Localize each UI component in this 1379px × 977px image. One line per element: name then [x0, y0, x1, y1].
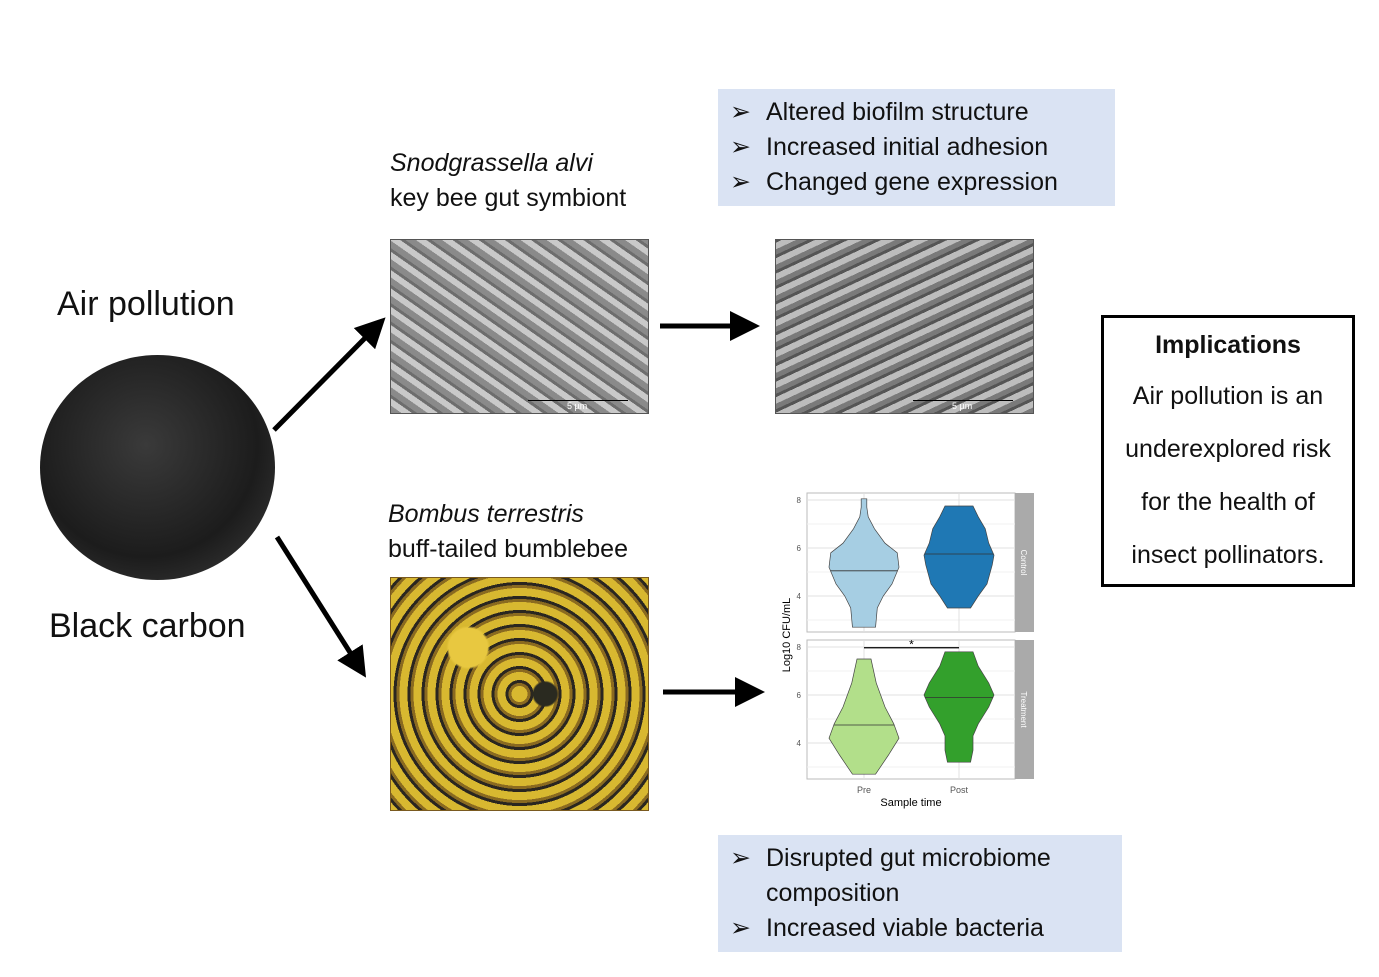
sem-treated-image: 5 µm: [775, 239, 1034, 414]
microbiome-findings-box: ➢Disrupted gut microbiome composition ➢I…: [718, 835, 1122, 952]
significance-marker: *: [909, 638, 914, 652]
violin-control-post: [923, 505, 995, 609]
facet-label: Control: [1019, 550, 1028, 576]
bumblebee-label: Bombus terrestris buff-tailed bumblebee: [388, 497, 628, 567]
black-carbon-label: Black carbon: [49, 607, 246, 645]
facet-strip: [1015, 640, 1034, 779]
y-tick-label: 6: [797, 691, 802, 700]
violin-treatment-post: [923, 651, 995, 763]
arrow-to-bumblebee: [274, 535, 367, 678]
facet-strip: [1015, 493, 1034, 632]
violin-treatment-pre: [828, 658, 900, 775]
species-desc: buff-tailed bumblebee: [388, 535, 628, 563]
x-tick-label: Pre: [857, 785, 871, 795]
air-pollution-label: Air pollution: [57, 285, 235, 323]
y-tick-label: 4: [797, 739, 802, 748]
implications-box: Implications Air pollution is an underex…: [1101, 315, 1355, 587]
x-tick-label: Post: [950, 785, 969, 795]
violin-control-pre: [828, 498, 900, 628]
y-tick-label: 6: [797, 544, 802, 553]
implications-title: Implications: [1155, 331, 1301, 359]
y-axis-title: Log10 CFU/mL: [781, 598, 793, 673]
symbiont-label: Snodgrassella alvi key bee gut symbiont: [390, 146, 626, 216]
biofilm-findings-box: ➢Altered biofilm structure ➢Increased in…: [718, 89, 1115, 206]
y-tick-label: 8: [797, 643, 802, 652]
black-carbon-image: [40, 355, 275, 580]
species-name: Snodgrassella alvi: [390, 149, 593, 177]
arrow-to-symbiont: [272, 317, 386, 432]
x-axis-title: Sample time: [880, 797, 941, 809]
bumblebee-colony-image: [390, 577, 649, 811]
y-tick-label: 8: [797, 496, 802, 505]
sem-control-image: 5 µm: [390, 239, 649, 414]
species-desc: key bee gut symbiont: [390, 184, 627, 212]
y-tick-label: 4: [797, 592, 802, 601]
facet-label: Treatment: [1019, 691, 1028, 728]
species-name: Bombus terrestris: [388, 500, 584, 528]
